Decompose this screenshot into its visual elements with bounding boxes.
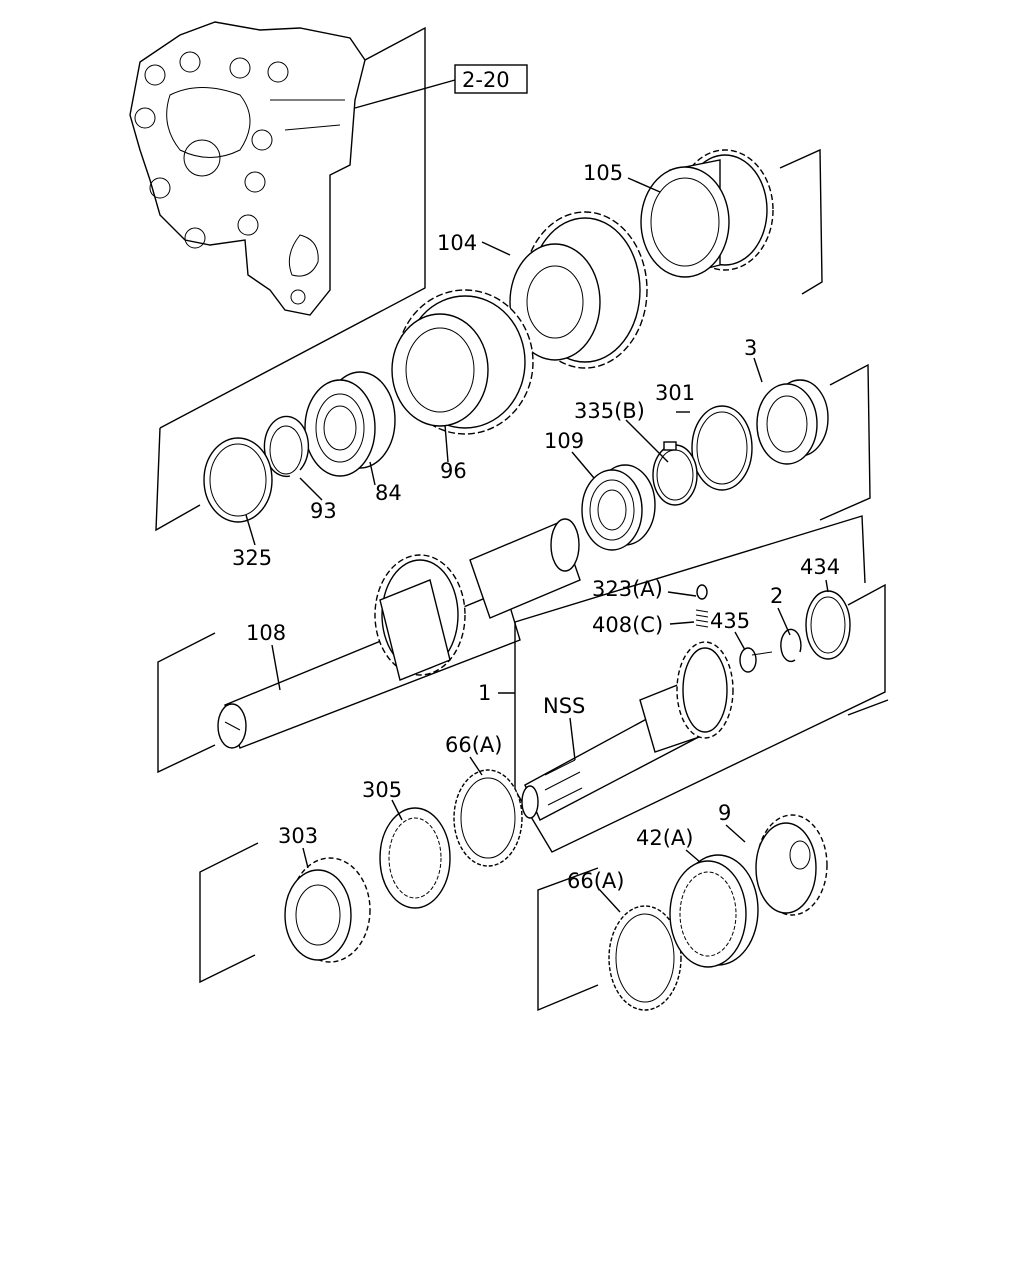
bracket-3 <box>819 363 871 521</box>
leader-lines <box>245 177 829 913</box>
sync-ring-66a-lower <box>608 905 682 1011</box>
bracket-1-top <box>514 515 866 623</box>
bearing-3 <box>756 379 829 465</box>
ring-325 <box>203 437 273 523</box>
ring-301 <box>691 405 753 491</box>
bracket-1-edge <box>847 699 889 716</box>
housing-leader-line <box>354 79 456 109</box>
ring-335b <box>652 441 698 506</box>
label-108: 108 <box>246 621 286 645</box>
bearing-109 <box>581 464 656 551</box>
snap-ring-93 <box>263 415 310 478</box>
gear-303 <box>284 857 371 963</box>
label-434: 434 <box>800 555 840 579</box>
hub-9 <box>755 814 828 916</box>
part-labels: 105 104 3 301 335(B) 109 96 84 93 325 32… <box>232 161 840 893</box>
label-408c: 408(C) <box>592 613 663 637</box>
label-1: 1 <box>478 681 491 705</box>
transmission-case-housing <box>129 21 366 316</box>
label-3: 3 <box>744 336 757 360</box>
sleeve-42a <box>669 854 759 968</box>
spring-408c <box>695 609 709 628</box>
label-96: 96 <box>440 459 467 483</box>
label-109: 109 <box>544 429 584 453</box>
bracket-108 <box>157 632 216 774</box>
label-105: 105 <box>583 161 623 185</box>
label-323a: 323(A) <box>592 577 663 601</box>
sync-ring-66a-upper <box>453 769 523 867</box>
ring-434 <box>805 590 851 660</box>
label-301: 301 <box>655 381 695 405</box>
gear-96 <box>391 289 534 435</box>
label-325: 325 <box>232 546 272 570</box>
label-66a-lower: 66(A) <box>567 869 624 893</box>
shaft-108 <box>217 518 581 749</box>
label-335b: 335(B) <box>574 399 645 423</box>
bearing-84 <box>304 371 396 477</box>
label-84: 84 <box>375 481 402 505</box>
reference-box-label: 2-20 <box>462 68 510 92</box>
output-shaft-assembly <box>521 641 734 821</box>
snap-ring-2 <box>780 628 802 663</box>
detent-ball-323a <box>696 584 708 600</box>
label-435: 435 <box>710 609 750 633</box>
housing-bracket-line <box>159 26 426 429</box>
label-9: 9 <box>718 801 731 825</box>
bracket-105 <box>779 148 823 295</box>
label-nss: NSS <box>543 694 585 718</box>
label-66a-upper: 66(A) <box>445 733 502 757</box>
bracket-1-outline <box>514 583 886 853</box>
label-303: 303 <box>278 824 318 848</box>
hub-305 <box>379 807 451 909</box>
label-305: 305 <box>362 778 402 802</box>
gear-104 <box>509 211 648 369</box>
label-104: 104 <box>437 231 477 255</box>
gear-105 <box>640 149 774 278</box>
key-435 <box>739 647 773 673</box>
label-93: 93 <box>310 499 337 523</box>
label-2: 2 <box>770 584 783 608</box>
bracket-66a-lower <box>537 867 599 1012</box>
bracket-303 <box>199 842 259 984</box>
bracket-325 <box>155 427 201 532</box>
reference-box <box>454 64 528 94</box>
label-42a: 42(A) <box>636 826 693 850</box>
